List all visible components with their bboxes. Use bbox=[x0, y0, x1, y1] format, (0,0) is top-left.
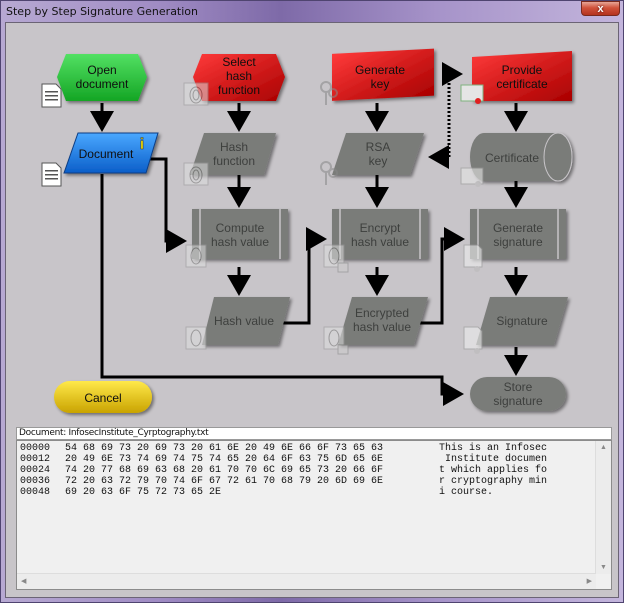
window-title: Step by Step Signature Generation bbox=[6, 5, 199, 18]
certificate-icon bbox=[460, 167, 484, 187]
info-icon: i bbox=[140, 136, 144, 153]
step-hash-value[interactable]: Hash value bbox=[202, 297, 290, 345]
fingerprint-document-icon bbox=[185, 326, 207, 350]
fingerprint-lock-icon bbox=[323, 326, 349, 355]
step-signature[interactable]: Signature bbox=[476, 297, 568, 345]
svg-text:Cancel: Cancel bbox=[84, 391, 121, 405]
hex-content: 00000 54 68 69 73 20 69 73 20 61 6E 20 49… bbox=[20, 443, 547, 498]
horizontal-scrollbar[interactable]: ◀ ▶ bbox=[17, 573, 596, 589]
hex-bytes: 69 20 63 6F 75 72 73 65 2E bbox=[65, 487, 222, 498]
hex-bytes: 74 20 77 68 69 63 68 20 61 70 70 6C 69 6… bbox=[65, 465, 384, 476]
hex-ascii: Institute documen bbox=[439, 454, 548, 465]
fingerprint-icon bbox=[183, 162, 209, 186]
hex-offset: 00024 bbox=[20, 465, 51, 476]
fingerprint-lock-icon bbox=[323, 244, 349, 273]
fingerprint-document-icon bbox=[185, 244, 207, 268]
hex-ascii: r cryptography min bbox=[439, 476, 548, 487]
svg-text:Hash value: Hash value bbox=[214, 314, 274, 328]
document-filename-label: Document: InfosecInstitute_Cyrptography.… bbox=[16, 427, 612, 440]
hex-row: 00048 69 20 63 6F 75 72 73 65 2E i course. bbox=[20, 487, 547, 498]
key-icon bbox=[320, 81, 338, 105]
title-bar: Step by Step Signature Generation x bbox=[1, 1, 623, 22]
arrow-cert-dotted-link bbox=[442, 62, 463, 157]
hex-ascii: This is an Infosec bbox=[439, 443, 548, 454]
svg-text:Certificate: Certificate bbox=[485, 151, 539, 165]
arrow-hashvalue-to-encrypt bbox=[282, 227, 327, 325]
document-icon bbox=[41, 162, 62, 187]
label-line: Open bbox=[87, 63, 116, 77]
signed-document-icon bbox=[463, 326, 483, 354]
vertical-scrollbar[interactable]: ▲ ▼ bbox=[595, 441, 611, 574]
hex-bytes: 20 49 6E 73 74 69 74 75 74 65 20 64 6F 6… bbox=[65, 454, 384, 465]
scroll-right-icon[interactable]: ▶ bbox=[586, 578, 592, 585]
hex-ascii: t which applies fo bbox=[439, 465, 548, 476]
step-document[interactable]: Document i bbox=[63, 132, 159, 174]
hex-viewer[interactable]: 00000 54 68 69 73 20 69 73 20 61 6E 20 49… bbox=[16, 440, 612, 590]
hex-bytes: 54 68 69 73 20 69 73 20 61 6E 20 49 6E 6… bbox=[65, 443, 384, 454]
svg-text:Document: Document bbox=[79, 147, 134, 161]
arrow-encrypted-to-gensig bbox=[419, 227, 465, 325]
connectors bbox=[90, 62, 528, 406]
hex-row: 00036 72 20 63 72 79 70 74 6F 67 72 61 70… bbox=[20, 476, 547, 487]
scroll-up-icon[interactable]: ▲ bbox=[600, 444, 607, 451]
hex-offset: 00048 bbox=[20, 487, 51, 498]
step-certificate[interactable]: Certificate bbox=[470, 132, 573, 182]
scroll-down-icon[interactable]: ▼ bbox=[600, 564, 607, 571]
document-icon bbox=[41, 83, 62, 108]
fingerprint-icon bbox=[183, 82, 209, 106]
close-button[interactable]: x bbox=[581, 1, 620, 16]
hex-ascii: i course. bbox=[439, 487, 494, 498]
hex-row: 00024 74 20 77 68 69 63 68 20 61 70 70 6C… bbox=[20, 465, 547, 476]
arrow-document-to-compute bbox=[146, 157, 187, 253]
hex-row: 00012 20 49 6E 73 74 69 74 75 74 65 20 64… bbox=[20, 454, 547, 465]
hex-offset: 00012 bbox=[20, 454, 51, 465]
svg-text:Signature: Signature bbox=[496, 314, 548, 328]
certificate-icon bbox=[460, 84, 484, 104]
hex-offset: 00000 bbox=[20, 443, 51, 454]
hex-bytes: 72 20 63 72 79 70 74 6F 67 72 61 70 68 7… bbox=[65, 476, 384, 487]
cancel-button[interactable]: Cancel bbox=[54, 381, 152, 413]
signed-document-icon bbox=[463, 244, 483, 272]
close-icon: x bbox=[597, 2, 604, 15]
key-icon bbox=[320, 161, 338, 185]
hex-offset: 00036 bbox=[20, 476, 51, 487]
hex-row: 00000 54 68 69 73 20 69 73 20 61 6E 20 49… bbox=[20, 443, 547, 454]
scroll-left-icon[interactable]: ◀ bbox=[21, 578, 27, 585]
arrow-document-to-store bbox=[100, 174, 464, 406]
